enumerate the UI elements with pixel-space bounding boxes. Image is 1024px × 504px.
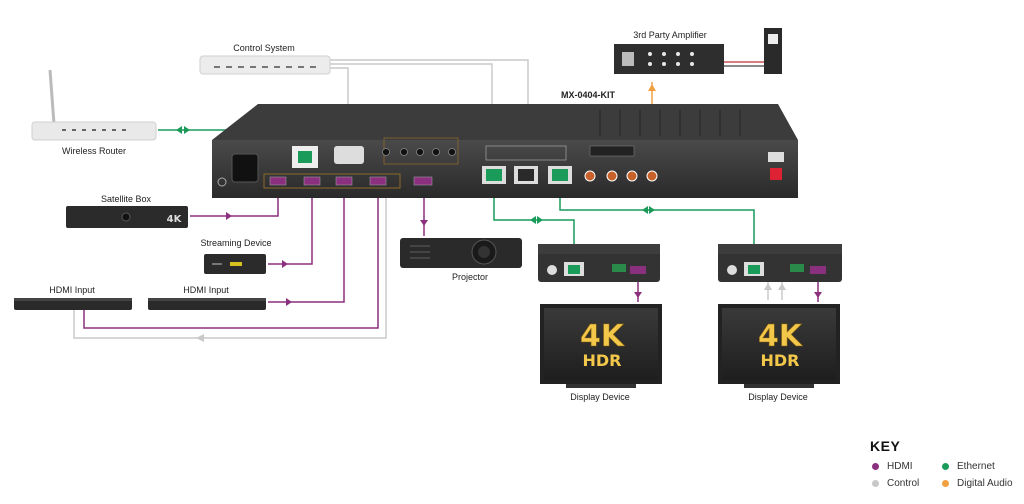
projector-label: Projector (451, 272, 489, 282)
hdmi-input-device-2 (148, 298, 266, 310)
legend-swatch-control (872, 479, 879, 487)
display-2 (718, 304, 840, 388)
legend-swatch-audio (942, 479, 949, 487)
hdmi-input-1-label: HDMI Input (49, 285, 95, 295)
display-2-4k: 4K (758, 319, 804, 354)
display-1-4k: 4K (580, 319, 626, 354)
legend-swatch-ethernet (942, 462, 949, 470)
legend-item-hdmi: HDMI (872, 461, 913, 472)
streaming-device (204, 254, 266, 274)
receiver-1 (538, 244, 660, 282)
display-1-label: Display Device (570, 392, 630, 402)
satellite-box-label: Satellite Box (100, 194, 152, 204)
control-system-label: Control System (233, 43, 295, 53)
wireless-router-label: Wireless Router (61, 146, 127, 156)
hdmi-arrows (226, 212, 822, 306)
audio-arrow (648, 84, 656, 91)
display-1-hdr: HDR (583, 351, 622, 370)
control-cables (73, 59, 783, 339)
hdmi-input-device-1 (14, 298, 132, 310)
matrix-model-label: MX-0404-KIT (560, 90, 616, 100)
control-system-device (199, 55, 331, 75)
legend-title: KEY (870, 438, 901, 454)
hdmi-input-2-label: HDMI Input (183, 285, 229, 295)
display-2-hdr: HDR (761, 351, 800, 370)
control-arrow-up-2 (778, 283, 786, 290)
streaming-device-label: Streaming Device (200, 238, 272, 248)
legend-label-ethernet: Ethernet (957, 461, 995, 472)
legend-label-control: Control (887, 478, 920, 489)
display-2-label: Display Device (748, 392, 808, 402)
legend-item-ethernet: Ethernet (942, 461, 995, 472)
control-arrow-up-1 (764, 283, 772, 290)
satellite-box-device (66, 206, 188, 228)
legend: KEY HDMI Ethernet Control Digital Audio (870, 438, 1020, 489)
satellite-4k-badge: 4K (167, 214, 183, 225)
receiver-2 (718, 244, 842, 282)
legend-item-audio: Digital Audio (942, 478, 1013, 489)
legend-label-audio: Digital Audio (957, 478, 1013, 489)
display-1 (540, 304, 662, 388)
projector-device (400, 238, 522, 268)
control-arrow (196, 334, 204, 342)
legend-swatch-hdmi (872, 462, 879, 470)
amplifier-device (614, 28, 782, 74)
matrix-switcher (212, 104, 798, 198)
wireless-router (31, 69, 157, 141)
amplifier-label: 3rd Party Amplifier (633, 30, 707, 40)
legend-item-control: Control (872, 478, 919, 489)
ethernet-arrows (176, 126, 655, 224)
legend-label-hdmi: HDMI (887, 461, 913, 472)
